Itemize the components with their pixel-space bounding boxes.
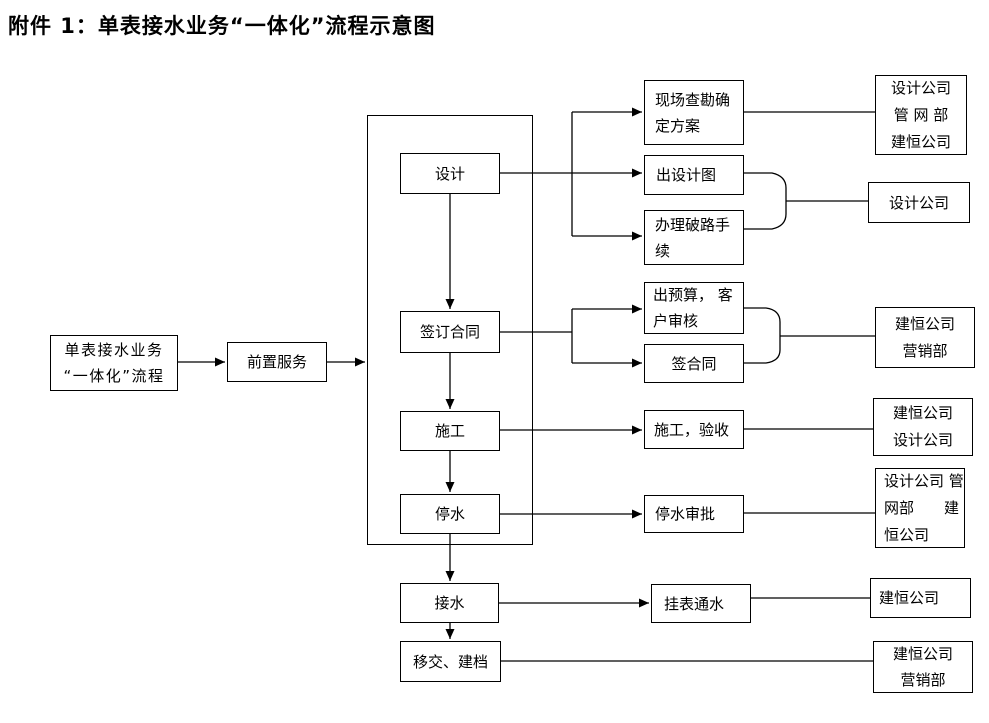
node-stop-approval: 停水审批	[644, 495, 744, 533]
node-org-design: 设计公司	[868, 182, 970, 223]
page-title: 附件 1：单表接水业务“一体化”流程示意图	[8, 14, 436, 38]
node-design: 设计	[400, 153, 500, 194]
node-construct-accept: 施工，验收	[644, 410, 744, 449]
plain-connectors	[500, 111, 875, 662]
node-handover: 移交、建档	[400, 641, 501, 682]
node-org-jianheng: 建恒公司	[870, 578, 971, 618]
node-org-design-pipe-jianheng-2: 设计公司 管 网部 建 恒公司	[875, 468, 965, 548]
node-org-jianheng-marketing-2: 建恒公司 营销部	[873, 641, 973, 693]
node-org-design-pipe-jianheng: 设计公司 管 网 部 建恒公司	[875, 75, 967, 155]
node-org-jianheng-marketing-1: 建恒公司 营销部	[875, 307, 975, 368]
node-construction: 施工	[400, 411, 500, 451]
node-pre-service: 前置服务	[227, 342, 327, 382]
node-budget-review: 出预算， 客 户审核	[644, 282, 744, 334]
node-design-drawing: 出设计图	[644, 155, 744, 195]
node-water-stop: 停水	[400, 494, 500, 534]
node-site-survey: 现场查勘确 定方案	[644, 80, 744, 145]
node-water-connect: 接水	[400, 583, 499, 623]
node-road-break: 办理破路手 续	[644, 210, 744, 265]
node-sign-deal: 签合同	[644, 344, 744, 383]
node-org-jianheng-design: 建恒公司 设计公司	[873, 398, 973, 456]
node-sign-contract: 签订合同	[400, 311, 500, 353]
node-meter-install: 挂表通水	[651, 584, 751, 623]
arrow-connectors	[178, 107, 649, 639]
node-start: 单表接水业务 “一体化”流程	[50, 335, 178, 391]
